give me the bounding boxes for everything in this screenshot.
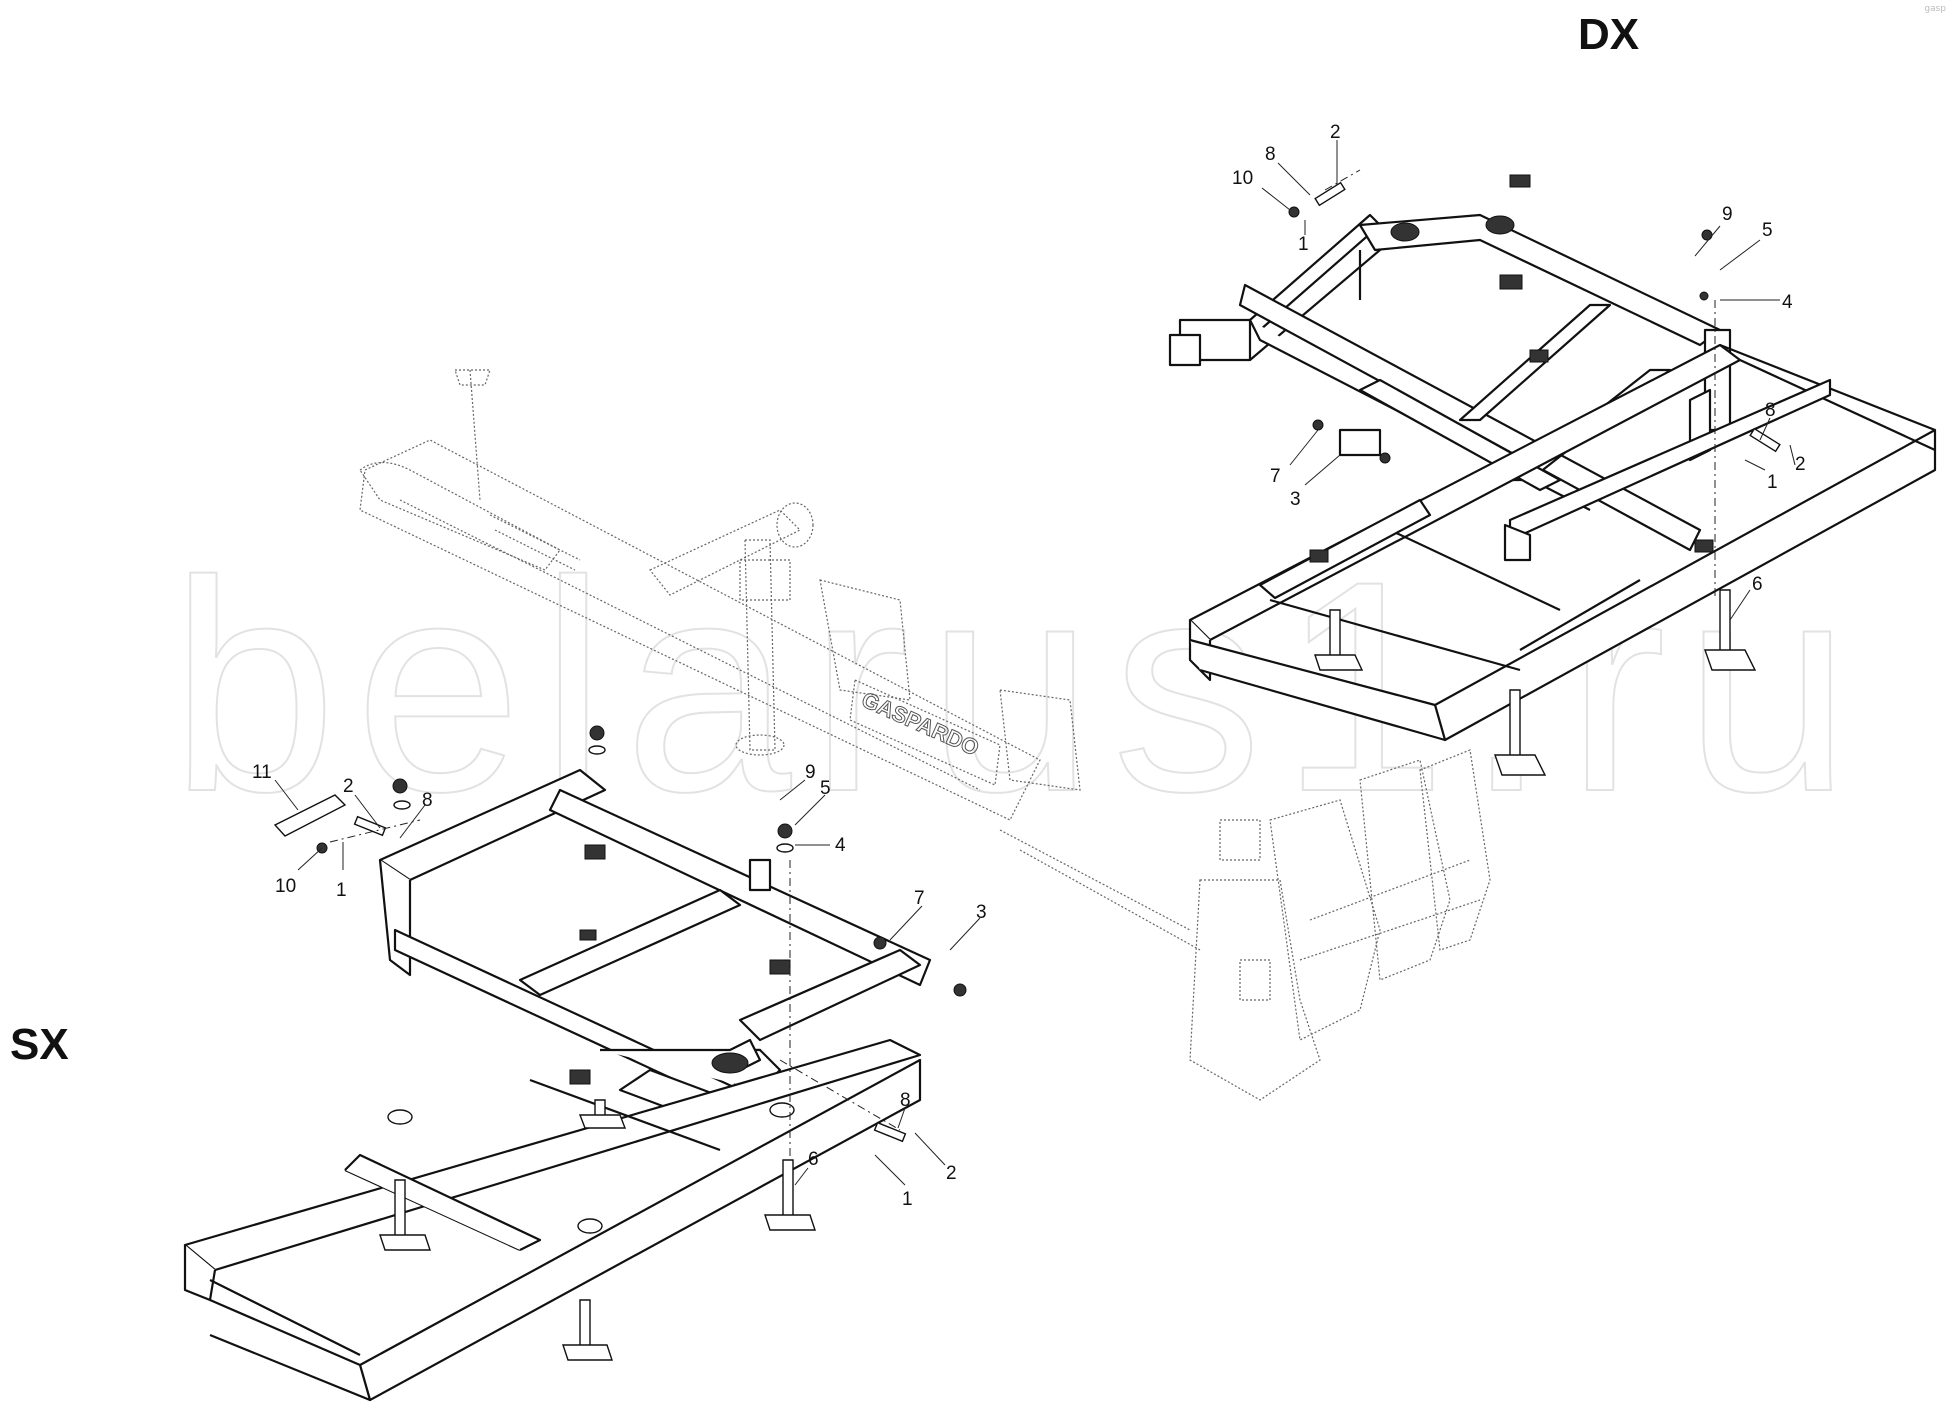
callout-dx-8: 8 [1265, 144, 1276, 165]
callout-dx-3: 3 [1290, 489, 1301, 510]
callout-sx-4: 4 [835, 835, 846, 856]
callout-dx-1: 1 [1298, 234, 1309, 255]
brand-mark: gasp [1924, 4, 1946, 14]
callout-dx-1b: 1 [1767, 472, 1778, 493]
watermark-text: belarus1.ru [170, 518, 1869, 854]
sx-side-label: SX [10, 1020, 69, 1069]
callout-sx-6: 6 [808, 1149, 819, 1170]
callout-dx-9: 9 [1722, 204, 1733, 225]
callout-dx-4: 4 [1782, 292, 1793, 313]
callout-sx-7: 7 [914, 888, 925, 909]
callout-sx-9: 9 [805, 762, 816, 783]
callout-dx-7: 7 [1270, 466, 1281, 487]
callout-dx-6: 6 [1752, 574, 1763, 595]
callouts: 2 8 10 1 9 5 4 8 2 1 7 3 6 11 2 8 10 1 [252, 122, 1806, 1210]
callout-sx-10: 10 [275, 876, 296, 897]
callout-dx-5: 5 [1762, 220, 1773, 241]
callout-dx-10: 10 [1232, 168, 1253, 189]
callout-sx-1: 1 [336, 880, 347, 901]
callout-sx-8b: 8 [900, 1090, 911, 1111]
sx-frame [183, 725, 967, 1402]
dx-side-label: DX [1578, 10, 1640, 59]
callout-sx-5: 5 [820, 778, 831, 799]
callout-sx-2b: 2 [946, 1163, 957, 1184]
callout-sx-8: 8 [422, 790, 433, 811]
axis-lines [329, 169, 1716, 1160]
callout-sx-3: 3 [976, 902, 987, 923]
dx-frame [1168, 174, 1937, 776]
callout-sx-11: 11 [252, 762, 272, 783]
callout-dx-8b: 8 [1765, 400, 1776, 421]
callout-dx-2b: 2 [1795, 454, 1806, 475]
callout-dx-2: 2 [1330, 122, 1341, 143]
callout-sx-2: 2 [343, 776, 354, 797]
callout-sx-1b: 1 [902, 1189, 913, 1210]
